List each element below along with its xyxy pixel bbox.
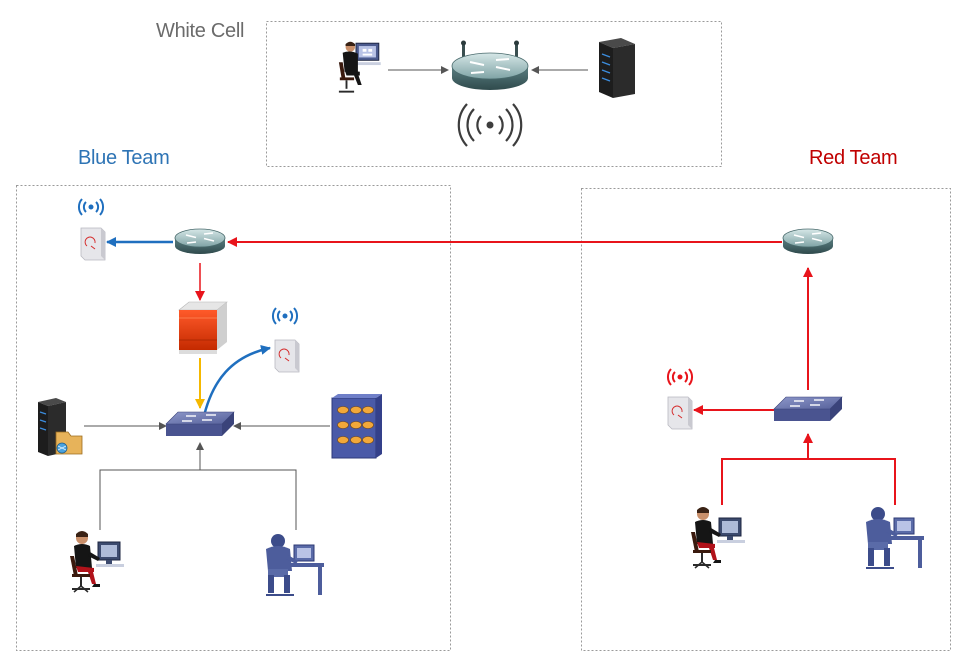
blue-ap-signal-icon xyxy=(78,198,104,216)
white-cell-zone xyxy=(266,21,722,167)
user-workstation-icon xyxy=(865,506,925,569)
blue-switch-to-ap-link xyxy=(201,344,271,421)
user-workstation-icon xyxy=(265,533,325,596)
blue-team-zone xyxy=(16,185,451,651)
user-workstation-icon xyxy=(69,530,125,593)
wireless-access-point-icon xyxy=(274,339,300,373)
file-server-icon xyxy=(38,398,83,456)
wireless-access-point-icon xyxy=(667,396,693,430)
red-workstations-to-switch-link xyxy=(721,458,896,505)
storage-array-icon xyxy=(331,393,383,459)
wireless-router-icon xyxy=(451,39,529,91)
firewall-icon xyxy=(178,301,228,355)
operator-workstation-icon xyxy=(338,41,381,93)
radio-waves-icon xyxy=(457,103,523,147)
user-workstation-icon xyxy=(690,506,746,569)
blue-team-label: Blue Team xyxy=(78,147,170,169)
server-tower-icon xyxy=(598,37,636,99)
red-team-label: Red Team xyxy=(809,147,898,169)
blue-workstations-to-switch-link xyxy=(99,469,297,530)
white-cell-label: White Cell xyxy=(156,20,245,42)
red-team-zone xyxy=(581,188,951,651)
red-ap-signal-icon xyxy=(667,368,693,386)
wireless-access-point-icon xyxy=(80,227,106,261)
router-icon xyxy=(174,228,226,255)
router-icon xyxy=(782,228,834,255)
switch-icon xyxy=(773,396,843,422)
blue-ap2-signal-icon xyxy=(272,307,298,325)
switch-icon xyxy=(165,411,235,437)
